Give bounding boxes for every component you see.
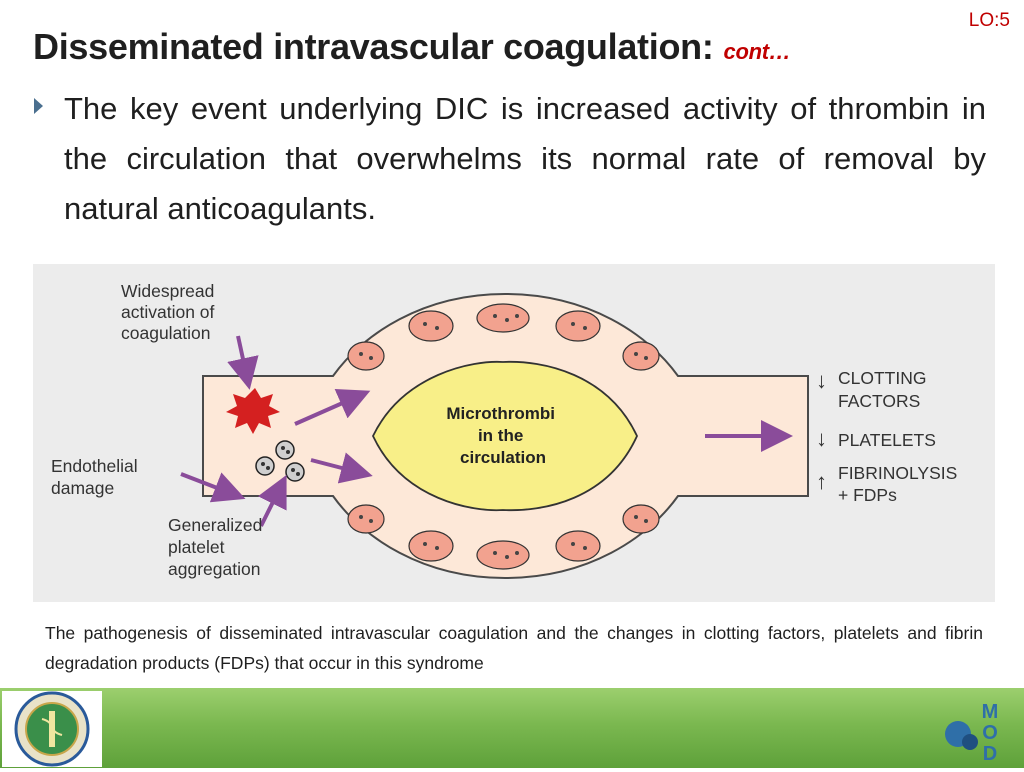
lo-tag: LO:5 [968,10,1010,31]
activation-star-icon [226,388,280,434]
endothelial-line-2: damage [51,478,114,498]
wall-clots [347,303,660,570]
micro-line-2: in the [478,426,523,445]
effect-fibrinolysis-1: FIBRINOLYSIS [838,463,957,483]
activation-line-1: Widespread [121,281,214,301]
micro-line-3: circulation [460,448,546,467]
microthrombi-shape [372,360,638,512]
svg-text:Generalized platelet: Generalized platelet aggregation [168,515,267,579]
clot-dots [359,314,648,559]
endothelial-line-1: Endothelial [51,456,138,476]
slide-title: Disseminated intravascular coagulation: c… [33,26,791,68]
mod-letter-d: D [983,743,997,764]
svg-text:Microthrombi in the: Microthrombi in the circulation [446,404,559,467]
platelet-line-1: Generalized [168,515,262,535]
dic-figure: Microthrombi in the circulation Widespre… [33,264,995,602]
mod-letter-m: M [982,701,999,723]
effect-fibrinolysis-2: + FDPs [838,485,897,505]
clotting-arrow-icon: ↓ [816,368,827,393]
effect-clotting-2: FACTORS [838,391,920,411]
svg-text:Endothelial damage: Endothelial damage [51,456,142,498]
mod-letter-o: O [982,722,998,744]
figure-caption: The pathogenesis of disseminated intrava… [45,623,983,673]
footer-bar [0,688,1024,768]
university-seal-logo [2,691,102,767]
fibrinolysis-arrow-icon: ↑ [816,469,827,494]
bullet-arrow-icon [34,98,43,114]
pathway-arrows [180,335,793,527]
activation-line-2: activation of [121,302,215,322]
title-cont: cont… [723,39,791,64]
activation-line-3: coagulation [121,323,211,343]
title-text: Disseminated intravascular coagulation: [33,26,714,67]
dic-diagram: Microthrombi in the circulation Widespre… [51,281,957,580]
effect-clotting-1: CLOTTING [838,368,926,388]
platelet-line-2: platelet [168,537,225,557]
bullet-text: The key event underlying DIC is increase… [64,91,986,226]
platelets-arrow-icon: ↓ [816,426,827,451]
svg-text:Widespread activation of: Widespread activation of coagulation [121,281,219,343]
platelet-clusters [255,440,305,482]
mod-logo: M O D [934,698,1012,765]
platelet-line-3: aggregation [168,559,260,579]
micro-line-1: Microthrombi [446,404,555,423]
effect-platelets: PLATELETS [838,430,936,450]
